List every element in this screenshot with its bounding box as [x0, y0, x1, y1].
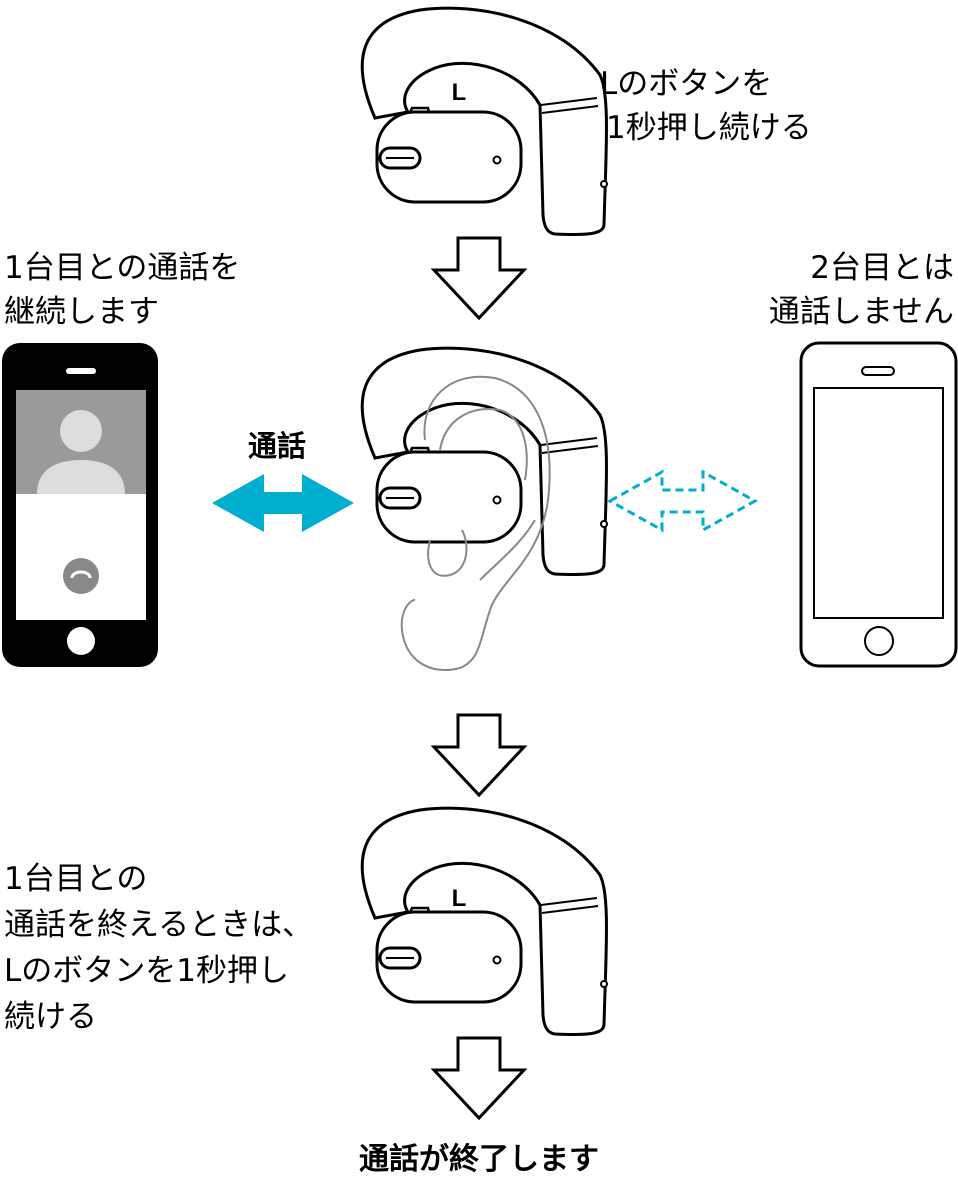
end-call-icon	[63, 558, 99, 594]
step3-instruction: 1台目との 通話を終えるときは、 Lのボタンを1秒押し 続ける	[4, 861, 314, 1035]
down-arrow-3	[432, 1036, 526, 1120]
earbud-on-ear	[360, 346, 609, 671]
earbud-top: L	[360, 6, 609, 237]
down-arrow-1	[432, 236, 526, 320]
call-label: 通話	[248, 429, 307, 463]
avatar-icon	[60, 410, 102, 452]
earbud-letter: L	[452, 885, 467, 912]
earbud-letter: L	[452, 79, 467, 106]
inactive-call-arrow	[606, 469, 759, 533]
home-button-icon	[864, 626, 894, 656]
left-device-caption: 1台目との通話を 継続します	[4, 250, 241, 330]
step1-instruction: Lのボタンを 1秒押し続ける	[600, 66, 812, 146]
right-device-caption: 2台目とは 通話しません	[768, 250, 954, 330]
home-button-icon	[67, 627, 95, 655]
result-text: 通話が終了します	[359, 1142, 599, 1177]
earbud-bottom: L	[360, 806, 609, 1037]
phone-second	[799, 341, 958, 668]
phone-first	[2, 343, 158, 667]
down-arrow-2	[432, 713, 526, 797]
active-call-arrow	[212, 474, 354, 532]
